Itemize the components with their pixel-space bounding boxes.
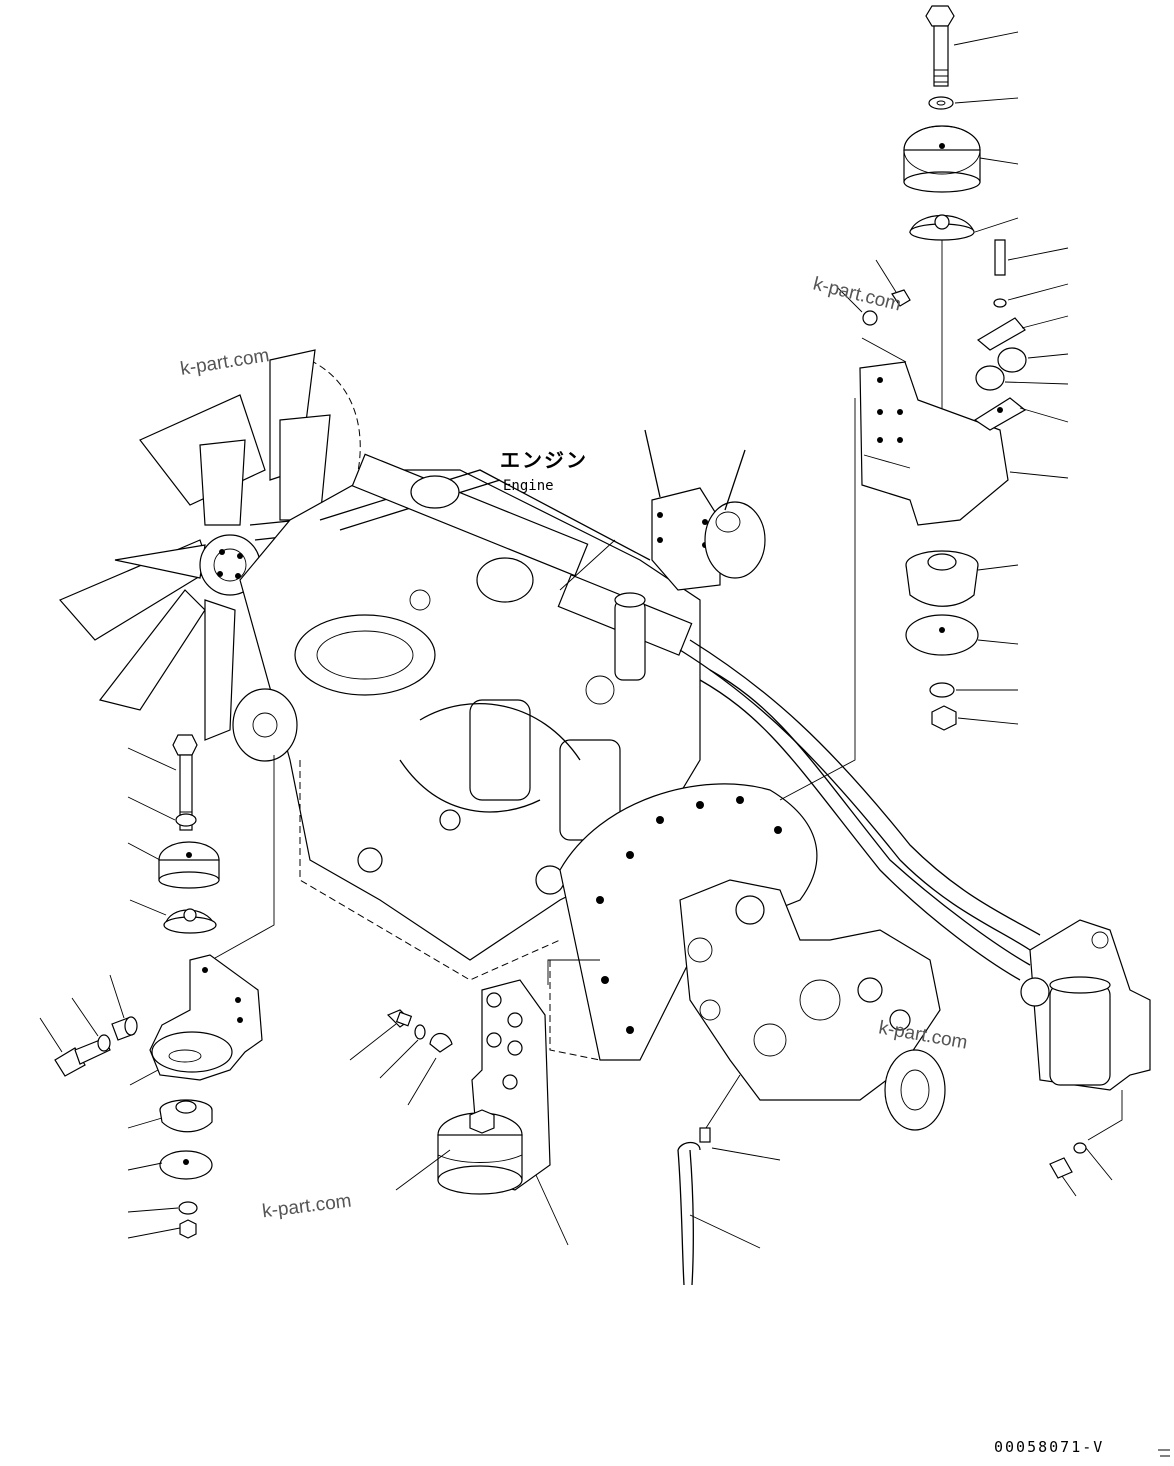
engine-label-japanese: エンジン <box>500 448 588 472</box>
drain-tube <box>677 1074 741 1286</box>
left-mount-stack <box>54 734 275 1239</box>
leader-lines <box>39 31 1113 1249</box>
hydraulic-pump <box>679 879 946 1131</box>
filter-bracket-bolt <box>1049 1090 1123 1179</box>
hoses <box>679 639 1041 981</box>
lower-center-mount <box>386 959 600 1195</box>
cooling-fan <box>59 349 361 741</box>
right-mount-stack <box>779 5 1027 801</box>
corner-mark <box>1158 1449 1170 1457</box>
filter-unit <box>1020 919 1151 1091</box>
upper-center-mount <box>559 429 766 591</box>
engine-label-english: Engine <box>503 478 554 494</box>
drawing-number: 00058071-V <box>994 1438 1105 1456</box>
